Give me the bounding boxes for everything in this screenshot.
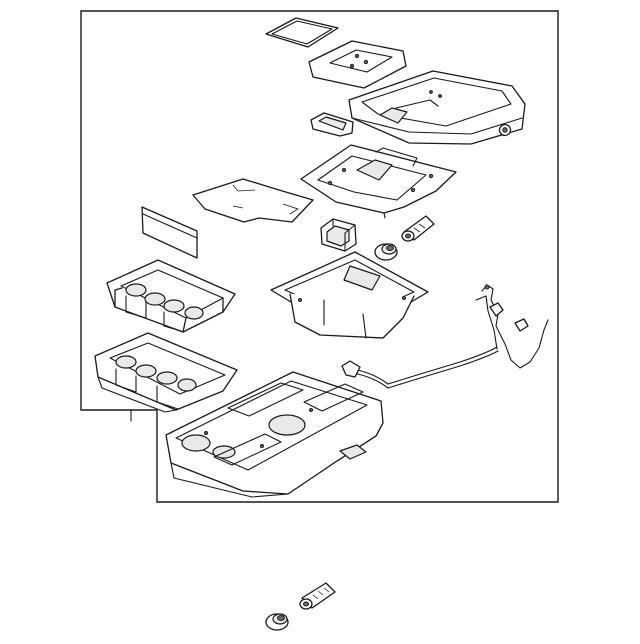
assembly-frame xyxy=(80,10,559,503)
armrest-lid xyxy=(348,70,526,145)
loose-grommet xyxy=(265,613,289,631)
front-cup-holder-insert xyxy=(94,332,238,413)
storage-mat xyxy=(192,178,314,223)
grommet xyxy=(374,243,398,261)
storage-divider xyxy=(141,206,198,259)
lid-bezel xyxy=(308,40,407,89)
loose-port-plug xyxy=(299,582,336,610)
lid-pad xyxy=(265,17,339,48)
wiring-harness xyxy=(341,284,549,389)
storage-bin-liner xyxy=(270,251,429,339)
console-base xyxy=(165,371,384,498)
hinge-plate xyxy=(300,144,457,219)
rear-cup-holder-insert xyxy=(106,259,236,333)
latch-button xyxy=(310,112,354,137)
power-outlet xyxy=(320,218,357,252)
usb-port xyxy=(401,215,435,242)
